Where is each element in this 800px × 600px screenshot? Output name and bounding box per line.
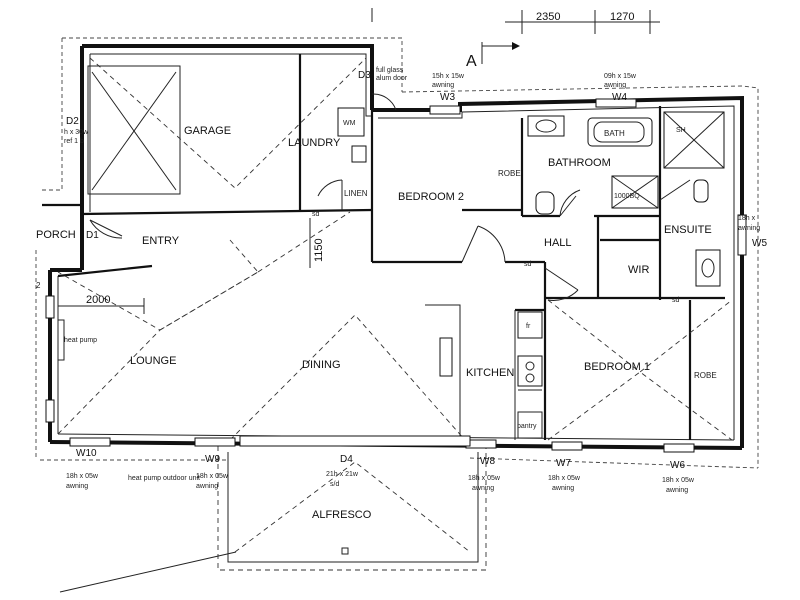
opening-d2-size: h x 30w (64, 129, 89, 136)
room-porch: PORCH (36, 229, 76, 241)
ensuite-basin-icon (695, 249, 721, 287)
opening-w10-note: awning (66, 483, 88, 490)
left-mark: 2 (36, 281, 41, 290)
toilet-icon (535, 191, 555, 215)
opening-w8-id: W8 (480, 456, 495, 467)
exterior-walls (42, 44, 744, 450)
section-marker-a: A (371, 8, 520, 70)
shower-label: SH (676, 127, 686, 134)
basin-icon (527, 115, 565, 137)
opening-w7-note: awning (552, 485, 574, 492)
opening-w5-id: W5 (752, 238, 767, 249)
fridge-label: fr (526, 323, 531, 330)
dimension-2350: 2350 (536, 11, 560, 23)
opening-w10-size: 18h x 05w (66, 473, 99, 480)
sd-markers: sd sd sd (312, 211, 680, 304)
opening-w4-note: awning (604, 82, 626, 89)
opening-d3-id: D3 (358, 70, 371, 81)
leader-line (59, 551, 237, 593)
room-entry: ENTRY (142, 235, 180, 247)
bath-label: BATH (604, 129, 625, 138)
opening-w6-id: W6 (670, 460, 685, 471)
opening-d2-note: ref 1 b (64, 138, 84, 145)
dimension-2000: 2000 (86, 294, 110, 306)
opening-w3-id: W3 (440, 92, 455, 103)
vanity-label: 1000BQ (614, 193, 640, 200)
opening-w7-id: W7 (556, 458, 571, 469)
opening-w5-note: awning (738, 225, 760, 232)
room-robe-top: ROBE (498, 169, 521, 178)
wm-label: WM (343, 120, 356, 127)
opening-w4-id: W4 (612, 92, 627, 103)
opening-d3-note2: alum door (376, 75, 408, 82)
opening-w5-size: 18h x (738, 215, 756, 222)
roof-lines (57, 57, 733, 553)
door-swings (89, 93, 691, 301)
opening-w9-size: 18h x 05w (196, 473, 229, 480)
room-bedroom-2: BEDROOM 2 (398, 191, 464, 203)
sd-marker-1: sd (312, 211, 320, 218)
opening-w10-id: W10 (76, 448, 97, 459)
sd-marker-2: sd (524, 261, 532, 268)
cooktop-icon (439, 337, 453, 377)
room-bathroom: BATHROOM (548, 157, 611, 169)
room-bedroom-1: BEDROOM 1 (584, 361, 650, 373)
interior-dimensions: 2000 1150 2 (36, 238, 325, 314)
room-wir: WIR (628, 264, 649, 276)
opening-w6-note: awning (666, 487, 688, 494)
opening-w8-size: 18h x 05w (468, 475, 501, 482)
opening-w6-size: 18h x 05w (662, 477, 695, 484)
heat-pump-label: heat pump (64, 337, 97, 344)
room-robe-right: ROBE (694, 371, 717, 380)
ensuite-toilet-icon (693, 179, 709, 203)
dimension-1270: 1270 (610, 11, 634, 23)
opening-w9-id: W9 (205, 454, 220, 465)
opening-d3-note1: full glass (376, 67, 404, 74)
alfresco-area (217, 446, 487, 571)
washing-machine-icon (337, 107, 365, 137)
room-alfresco: ALFRESCO (312, 509, 372, 521)
room-dining: DINING (302, 359, 341, 371)
fridge-icon (517, 311, 543, 339)
opening-d4-id: D4 (340, 454, 353, 465)
opening-w4-size: 09h x 15w (604, 73, 637, 80)
opening-d4-note: s/d (330, 481, 339, 488)
opening-w3-note: awning (432, 82, 454, 89)
room-labels: GARAGE LAUNDRY BEDROOM 2 ROBE BATHROOM L… (36, 125, 717, 521)
bath-icon (587, 117, 653, 147)
opening-w3-size: 15h x 15w (432, 73, 465, 80)
interior-walls (57, 54, 725, 440)
sd-marker-3: sd (672, 297, 680, 304)
top-dimension: 2350 1270 (505, 10, 660, 34)
opening-w7-size: 18h x 05w (548, 475, 581, 482)
room-lounge: LOUNGE (130, 355, 176, 367)
room-pantry: pantry (517, 423, 537, 430)
room-ensuite: ENSUITE (664, 224, 712, 236)
dimension-1150: 1150 (313, 238, 325, 262)
opening-labels: D2 h x 30w ref 1 b D1 D3 full glass alum… (64, 67, 767, 494)
heat-pump-outdoor-label: heat pump outdoor unit (128, 475, 200, 482)
opening-d2-id: D2 (66, 116, 79, 127)
opening-d4-size: 21h x 21w (326, 471, 359, 478)
room-garage: GARAGE (184, 125, 231, 137)
fixtures: WM BATH SH 1000BQ fr (57, 107, 725, 439)
section-label: A (466, 53, 477, 70)
windows (45, 98, 747, 453)
room-linen: LINEN (344, 189, 368, 198)
sink-icon (517, 355, 543, 387)
eave-lines (35, 37, 759, 469)
opening-w9-note: awning (196, 483, 218, 490)
room-hall: HALL (544, 237, 572, 249)
room-kitchen: KITCHEN (466, 367, 514, 379)
opening-d1-id: D1 (86, 230, 99, 241)
opening-w8-note: awning (472, 485, 494, 492)
room-laundry: LAUNDRY (288, 137, 341, 149)
